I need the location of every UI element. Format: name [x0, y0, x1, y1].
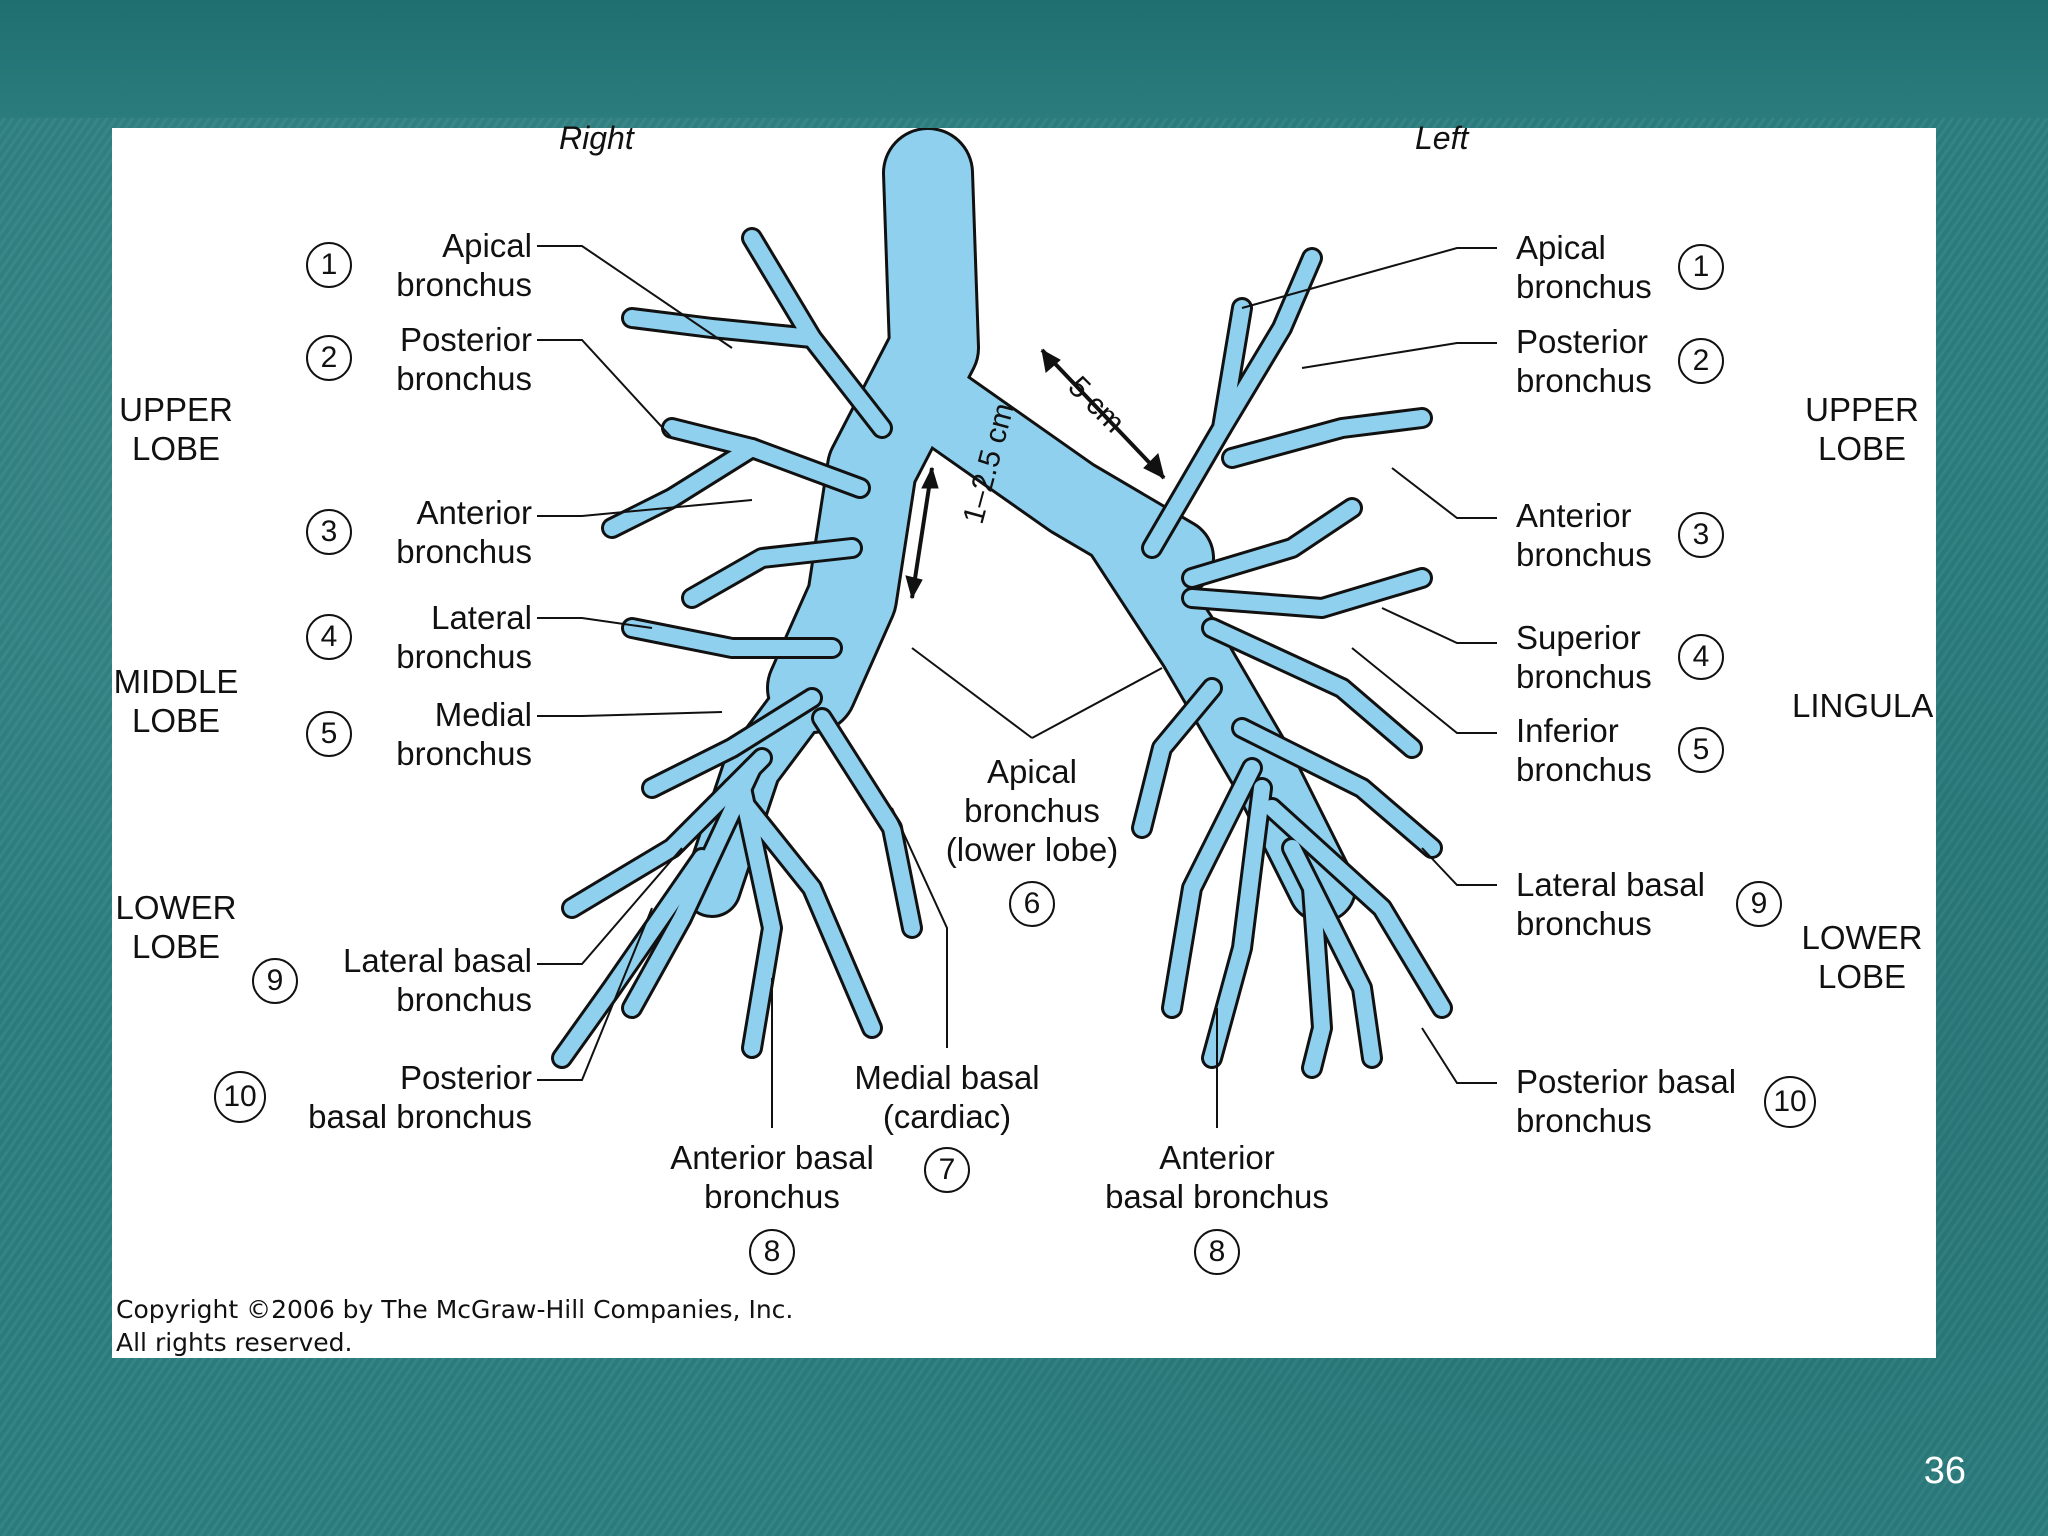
left-number-10-circle: 10 [1764, 1076, 1816, 1128]
left-number-9-circle: 9 [1736, 881, 1782, 927]
left-apical-label: Apical bronchus [1516, 229, 1652, 305]
right-number-5-circle: 5 [306, 711, 352, 757]
left-leader-lines [1241, 247, 1497, 1084]
left-side-label: Left [1415, 120, 1469, 156]
right-leader-lines [537, 245, 753, 1081]
medial-basal-label: Medial basal (cardiac) [854, 1059, 1040, 1135]
right-number-3-circle: 3 [306, 509, 352, 555]
right-upper-lobe-label: UPPER LOBE [119, 391, 233, 467]
right-branches-fill [554, 230, 920, 1066]
left-number-2-circle: 2 [1678, 338, 1724, 384]
bronchial-tree-drawing [537, 128, 1497, 1128]
right-number-8-circle: 8 [749, 1229, 795, 1275]
left-number-4-circle: 4 [1678, 634, 1724, 680]
right-middle-lobe-label: MIDDLE LOBE [113, 663, 239, 739]
right-lateral-label: Lateral bronchus [396, 599, 532, 675]
right-anterior-label: Anterior bronchus [396, 494, 532, 570]
left-lingula-label: LINGULA [1792, 687, 1934, 724]
right-apical-label: Apical bronchus [396, 227, 532, 303]
right-lateral-basal-label: Lateral basal bronchus [343, 942, 532, 1018]
right-number-10-circle: 10 [214, 1071, 266, 1123]
right-posterior-label: Posterior bronchus [396, 321, 532, 397]
slide-number: 36 [1923, 1450, 1966, 1492]
left-superior-label: Superior bronchus [1516, 619, 1652, 695]
right-number-4-circle: 4 [306, 614, 352, 660]
right-number-1-circle: 1 [306, 242, 352, 288]
right-posterior-basal-label: Posterior basal bronchus [308, 1059, 532, 1135]
right-side-label: Right [559, 120, 634, 156]
copyright-notice: Copyright ©2006 by The McGraw-Hill Compa… [116, 1295, 794, 1357]
right-lower-lobe-label: LOWER LOBE [115, 889, 237, 965]
right-medial-label: Medial bronchus [396, 696, 532, 772]
measurement-arrows [905, 348, 1166, 600]
left-number-3-circle: 3 [1678, 512, 1724, 558]
left-anterior-basal-label: Anterior basal bronchus [1105, 1139, 1329, 1215]
bronchial-tree-diagram: Right Left UPPER LOBE MIDDLE LOBE LOWER … [112, 120, 1936, 1358]
right-number-2-circle: 2 [306, 335, 352, 381]
left-number-1-circle: 1 [1678, 244, 1724, 290]
left-posterior-label: Posterior bronchus [1516, 323, 1652, 399]
left-lateral-basal-label: Lateral basal bronchus [1516, 866, 1705, 942]
left-anterior-label: Anterior bronchus [1516, 497, 1652, 573]
left-number-5-circle: 5 [1678, 727, 1724, 773]
right-number-9-circle: 9 [252, 958, 298, 1004]
number-6-circle: 6 [1009, 881, 1055, 927]
slide-top-band [0, 0, 2048, 118]
left-posterior-basal-label: Posterior basal bronchus [1516, 1063, 1737, 1139]
center-leader-lines [771, 647, 1218, 1128]
right-anterior-basal-label: Anterior basal bronchus [670, 1139, 874, 1215]
left-lower-lobe-label: LOWER LOBE [1801, 919, 1923, 995]
apical-lower-lobe-label: Apical bronchus (lower lobe) [945, 753, 1119, 868]
left-inferior-label: Inferior bronchus [1516, 712, 1652, 788]
left-branches-fill [1134, 250, 1450, 1076]
left-number-8-circle: 8 [1194, 1229, 1240, 1275]
number-7-circle: 7 [924, 1147, 970, 1193]
left-upper-lobe-label: UPPER LOBE [1805, 391, 1919, 467]
